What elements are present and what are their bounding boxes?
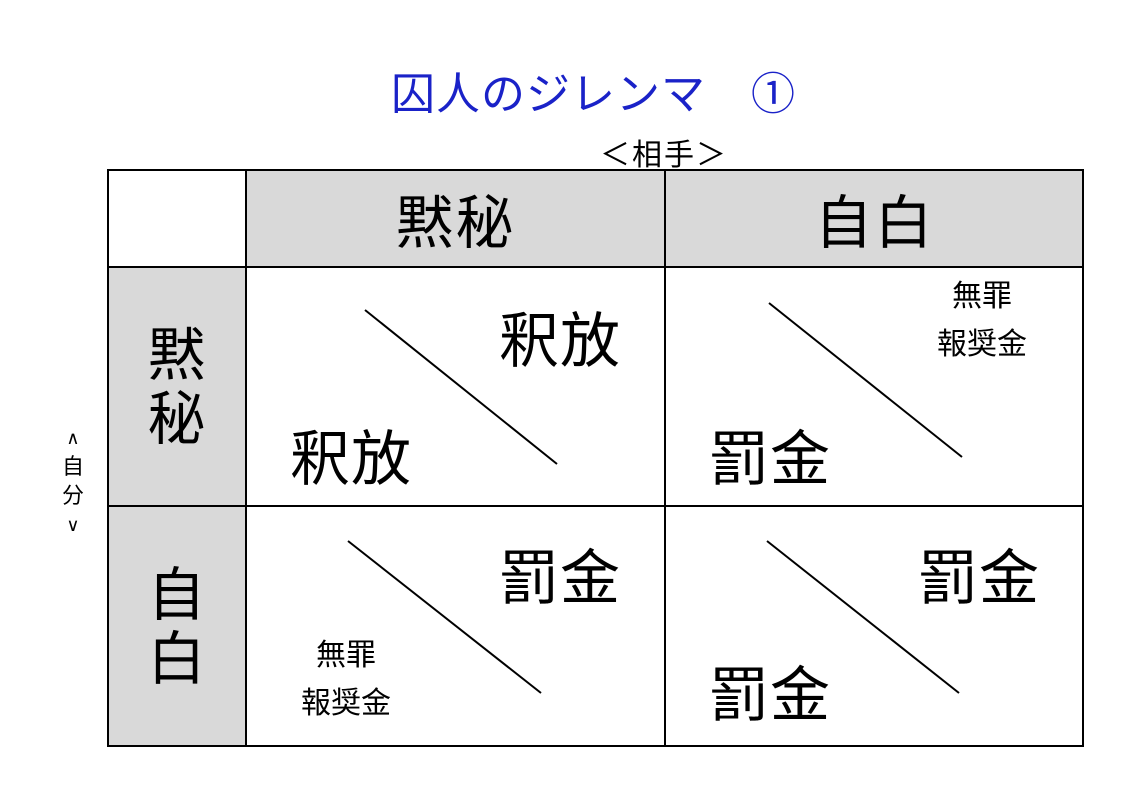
- cell-silent-silent-self: 釈放: [290, 425, 412, 495]
- self-label-char-1: 自: [61, 455, 84, 480]
- reward-line-1: 無罪: [952, 279, 1012, 314]
- diagonal-silent-confess: [768, 302, 963, 458]
- cell-confess-confess-self: 罰金: [709, 661, 831, 731]
- cell-silent-confess: 無罪 報奨金 罰金: [665, 267, 1084, 506]
- self-label-char-2: 分: [61, 484, 84, 509]
- cell-confess-confess-opponent: 罰金: [918, 544, 1040, 614]
- diagonal-silent-silent: [364, 309, 558, 465]
- row-silent-char-2: 秘: [147, 384, 206, 453]
- row-header-silent: 黙 秘: [107, 267, 246, 506]
- row-header-confess: 自 白: [107, 506, 246, 747]
- row-confess-char-2: 白: [147, 624, 206, 693]
- row-silent-char-1: 黙: [147, 320, 206, 389]
- self-label-open: ∧: [66, 428, 80, 449]
- col-header-silent: 黙秘: [246, 169, 665, 267]
- cell-silent-silent: 釈放 釈放: [246, 267, 665, 506]
- matrix-lines: [107, 169, 1084, 747]
- cell-confess-silent-self: 無罪 報奨金: [291, 632, 401, 728]
- diagonal-confess-confess: [766, 540, 960, 694]
- outer-border: [107, 169, 1084, 747]
- col-header-silent-label: 黙秘: [395, 189, 516, 257]
- col-header-confess-label: 自白: [814, 189, 935, 257]
- reward-line-2: 報奨金: [937, 327, 1027, 362]
- cell-confess-confess: 罰金 罰金: [665, 506, 1084, 747]
- payoff-matrix: 黙秘 自白 黙 秘 自 白 釈放 釈放 無罪 報奨金 罰金: [107, 169, 1084, 747]
- row-header-silent-label: 黙 秘: [145, 323, 209, 451]
- row-confess-char-1: 自: [147, 560, 206, 629]
- cell-silent-silent-opponent: 釈放: [499, 307, 621, 377]
- row-header-confess-label: 自 白: [145, 563, 209, 691]
- cell-confess-silent: 罰金 無罪 報奨金: [246, 506, 665, 747]
- col-header-confess: 自白: [665, 169, 1084, 267]
- diagram-title: 囚人のジレンマ ①: [391, 69, 796, 120]
- cell-silent-confess-self: 罰金: [709, 425, 831, 495]
- reward-line-2: 報奨金: [301, 686, 391, 721]
- opponent-axis-label: ＜相手＞: [600, 138, 728, 173]
- diagonal-confess-silent: [347, 540, 542, 694]
- self-axis-label: ∧ 自 分 ∨: [60, 424, 86, 540]
- cell-confess-silent-opponent: 罰金: [499, 544, 621, 614]
- cell-silent-confess-opponent: 無罪 報奨金: [927, 273, 1037, 369]
- self-label-close: ∨: [66, 515, 80, 536]
- reward-line-1: 無罪: [316, 638, 376, 673]
